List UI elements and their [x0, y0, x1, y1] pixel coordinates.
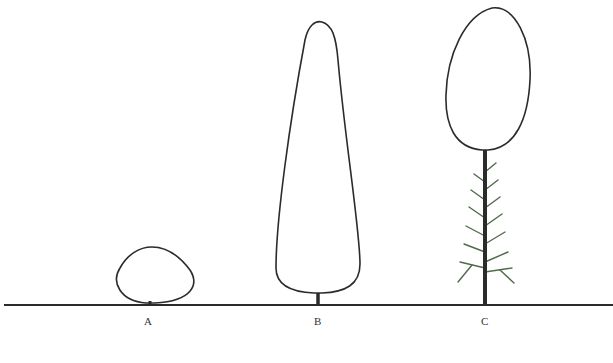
- part-letter: C: [481, 315, 488, 328]
- tree-trunk: [149, 301, 152, 305]
- tree-trunk: [316, 293, 320, 305]
- tree-trunk: [483, 150, 487, 305]
- part-letter: A: [144, 315, 152, 328]
- part-letter: B: [314, 315, 321, 328]
- tree-crown: [446, 8, 530, 150]
- tree-crown: [276, 22, 360, 293]
- tree-crown: [117, 247, 194, 303]
- ground-line: [4, 304, 613, 306]
